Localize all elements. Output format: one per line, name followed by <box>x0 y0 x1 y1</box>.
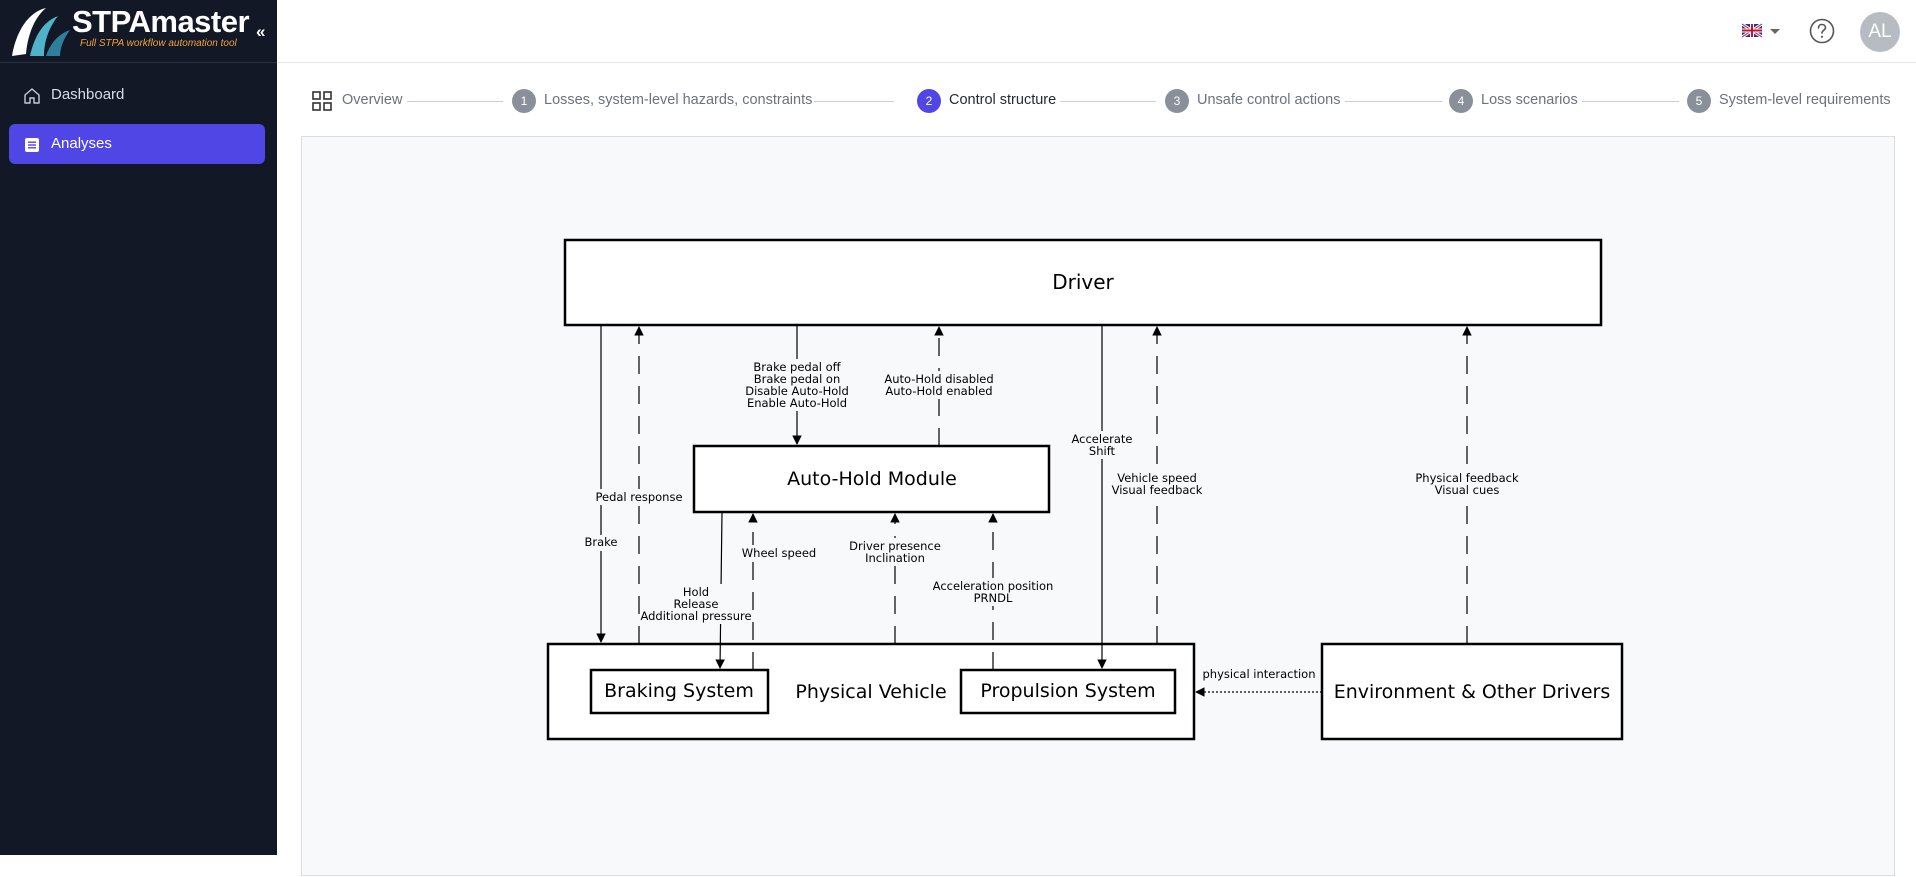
step-number: 2 <box>917 89 941 113</box>
shape <box>589 668 770 715</box>
step-connector <box>1345 101 1442 102</box>
diagram-label: Auto-Hold Module <box>787 468 957 490</box>
shape <box>595 489 685 505</box>
sidebar-item-label: Analyses <box>51 135 112 152</box>
diagram-label: Driver <box>1052 270 1114 294</box>
diagram-label: Driver presence <box>849 539 941 553</box>
step-number: 5 <box>1687 89 1711 113</box>
workflow-stepper: Overview 1 Losses, system-level hazards,… <box>277 63 1916 135</box>
step-connector <box>1060 101 1156 102</box>
diagram-label: Shift <box>1089 444 1116 458</box>
step-label: Control structure <box>949 92 1057 108</box>
step-number: 1 <box>512 89 536 113</box>
brand-header: STPAmaster Full STPA workflow automation… <box>0 0 277 63</box>
step-connector <box>814 101 894 102</box>
shape <box>1072 431 1132 459</box>
shape <box>746 359 848 411</box>
diagram-label: Inclination <box>865 551 925 565</box>
node-auto-hold-module[interactable]: Auto-Hold Module <box>692 444 1051 514</box>
shape <box>563 238 1603 327</box>
sidebar: STPAmaster Full STPA workflow automation… <box>0 0 277 855</box>
diagram-label: Wheel speed <box>742 546 816 560</box>
shape <box>741 545 815 561</box>
shape <box>692 444 1051 514</box>
diagram-label: Physical Vehicle <box>795 681 946 703</box>
diagram-label: Enable Auto-Hold <box>747 396 847 410</box>
list-icon <box>25 138 39 152</box>
app-name: STPAmaster <box>72 4 250 39</box>
shape <box>959 668 1177 715</box>
diagram-label: Release <box>674 597 719 611</box>
shape <box>886 371 992 399</box>
shape <box>1111 470 1203 498</box>
diagram-label: Environment & Other Drivers <box>1334 681 1611 703</box>
step-label: Loss scenarios <box>1481 92 1578 108</box>
node-driver[interactable]: Driver <box>563 238 1603 327</box>
user-avatar[interactable]: AL <box>1860 12 1900 52</box>
control-structure-canvas[interactable]: Driver Auto-Hold Module Physical Vehicle… <box>301 136 1895 876</box>
step-label: Overview <box>342 92 403 108</box>
control-structure-diagram: Driver Auto-Hold Module Physical Vehicle… <box>546 238 1624 741</box>
step-label: Unsafe control actions <box>1197 92 1341 108</box>
diagram-label: Visual feedback <box>1112 483 1203 497</box>
step-number: 4 <box>1449 89 1473 113</box>
help-circle-icon[interactable] <box>1809 18 1835 44</box>
diagram-label: Propulsion System <box>980 680 1155 702</box>
diagram-label: Additional pressure <box>640 609 751 623</box>
diagram-label: Braking System <box>604 680 754 702</box>
diagram-label: Hold <box>683 585 709 599</box>
sidebar-item-dashboard[interactable]: Dashboard <box>9 75 265 115</box>
diagram-label: Visual cues <box>1435 483 1500 497</box>
diagram-label: Vehicle speed <box>1117 471 1197 485</box>
step-label: System-level requirements <box>1719 92 1891 108</box>
step-label: Losses, system-level hazards, constraint… <box>544 92 813 108</box>
diagram-label: Auto-Hold disabled <box>884 372 993 386</box>
diagram-label: Auto-Hold enabled <box>885 384 992 398</box>
diagram-label: PRNDL <box>974 591 1013 605</box>
diagram-label: Brake pedal on <box>754 372 841 386</box>
grid-icon <box>312 91 332 111</box>
diagram-label: Accelerate <box>1071 432 1132 446</box>
collapse-sidebar-button[interactable]: « <box>256 22 266 41</box>
stpamaster-logo-icon[interactable] <box>6 2 74 60</box>
sidebar-item-analyses[interactable]: Analyses <box>9 124 265 164</box>
node-propulsion-system[interactable]: Propulsion System <box>959 668 1177 715</box>
shape <box>642 584 750 624</box>
node-environment[interactable]: Environment & Other Drivers <box>1320 642 1624 741</box>
top-header: AL <box>277 0 1916 63</box>
diagram-label: Physical feedback <box>1415 471 1519 485</box>
diagram-label: Brake <box>585 535 618 549</box>
diagram-label: Disable Auto-Hold <box>745 384 849 398</box>
diagram-label: physical interaction <box>1203 667 1316 681</box>
diagram-label: Brake pedal off <box>753 360 841 374</box>
sidebar-item-label: Dashboard <box>51 86 125 103</box>
shape <box>1417 470 1517 498</box>
language-selector[interactable] <box>1741 21 1786 41</box>
uk-flag-icon <box>1741 22 1780 39</box>
shape <box>583 535 619 551</box>
diagram-label: Acceleration position <box>933 579 1054 593</box>
node-braking-system[interactable]: Braking System <box>589 668 770 715</box>
diagram-label: Pedal response <box>595 490 682 504</box>
shape <box>847 538 943 566</box>
step-connector <box>407 101 503 102</box>
step-connector <box>1582 101 1679 102</box>
step-number: 3 <box>1165 89 1189 113</box>
shape <box>933 578 1053 606</box>
app-tagline: Full STPA workflow automation tool <box>80 38 237 49</box>
home-icon <box>24 88 40 104</box>
